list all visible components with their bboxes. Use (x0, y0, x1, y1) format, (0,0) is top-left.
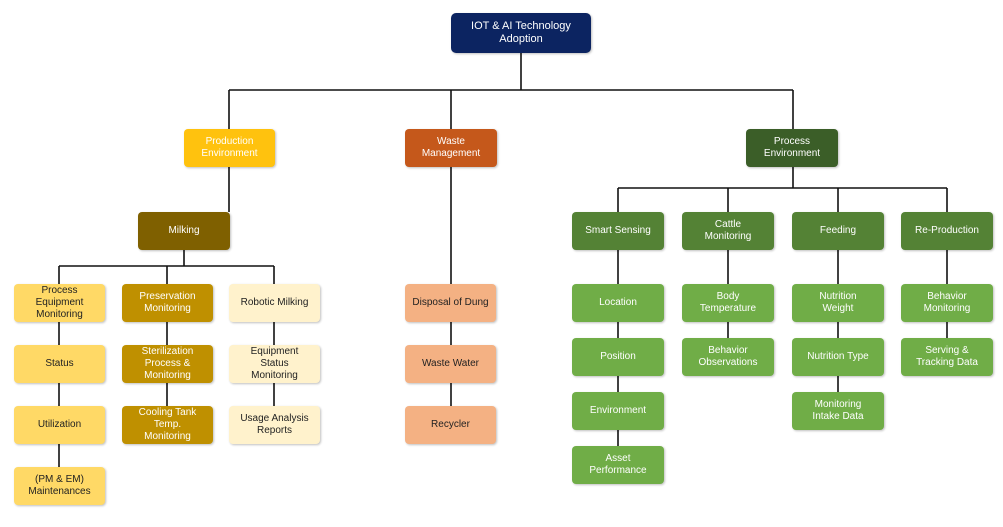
node-utilization: Utilization (14, 406, 105, 444)
node-process-equipment-monitoring: Process Equipment Monitoring (14, 284, 105, 322)
node-smart-sensing: Smart Sensing (572, 212, 664, 250)
node-behavior-observations: Behavior Observations (682, 338, 774, 376)
node-equipment-status-monitoring: Equipment Status Monitoring (229, 345, 320, 383)
node-milking: Milking (138, 212, 230, 250)
node-nutrition-type: Nutrition Type (792, 338, 884, 376)
node-process-environment: Process Environment (746, 129, 838, 167)
node-behavior-monitoring: Behavior Monitoring (901, 284, 993, 322)
node-waste-management: Waste Management (405, 129, 497, 167)
node-cooling-tank-temp-monitoring: Cooling Tank Temp. Monitoring (122, 406, 213, 444)
node-body-temperature: Body Temperature (682, 284, 774, 322)
node-usage-analysis-reports: Usage Analysis Reports (229, 406, 320, 444)
node-root: IOT & AI Technology Adoption (451, 13, 591, 53)
node-environment: Environment (572, 392, 664, 430)
node-robotic-milking: Robotic Milking (229, 284, 320, 322)
node-serving-tracking-data: Serving & Tracking Data (901, 338, 993, 376)
node-position: Position (572, 338, 664, 376)
node-monitoring-intake-data: Monitoring Intake Data (792, 392, 884, 430)
node-feeding: Feeding (792, 212, 884, 250)
node-waste-water: Waste Water (405, 345, 496, 383)
node-nutrition-weight: Nutrition Weight (792, 284, 884, 322)
node-preservation-monitoring: Preservation Monitoring (122, 284, 213, 322)
node-asset-performance: Asset Performance (572, 446, 664, 484)
node-maintenances: (PM & EM) Maintenances (14, 467, 105, 505)
node-recycler: Recycler (405, 406, 496, 444)
node-location: Location (572, 284, 664, 322)
node-production-environment: Production Environment (184, 129, 275, 167)
node-cattle-monitoring: Cattle Monitoring (682, 212, 774, 250)
node-status: Status (14, 345, 105, 383)
node-re-production: Re-Production (901, 212, 993, 250)
node-sterilization-process-monitoring: Sterilization Process & Monitoring (122, 345, 213, 383)
node-disposal-of-dung: Disposal of Dung (405, 284, 496, 322)
